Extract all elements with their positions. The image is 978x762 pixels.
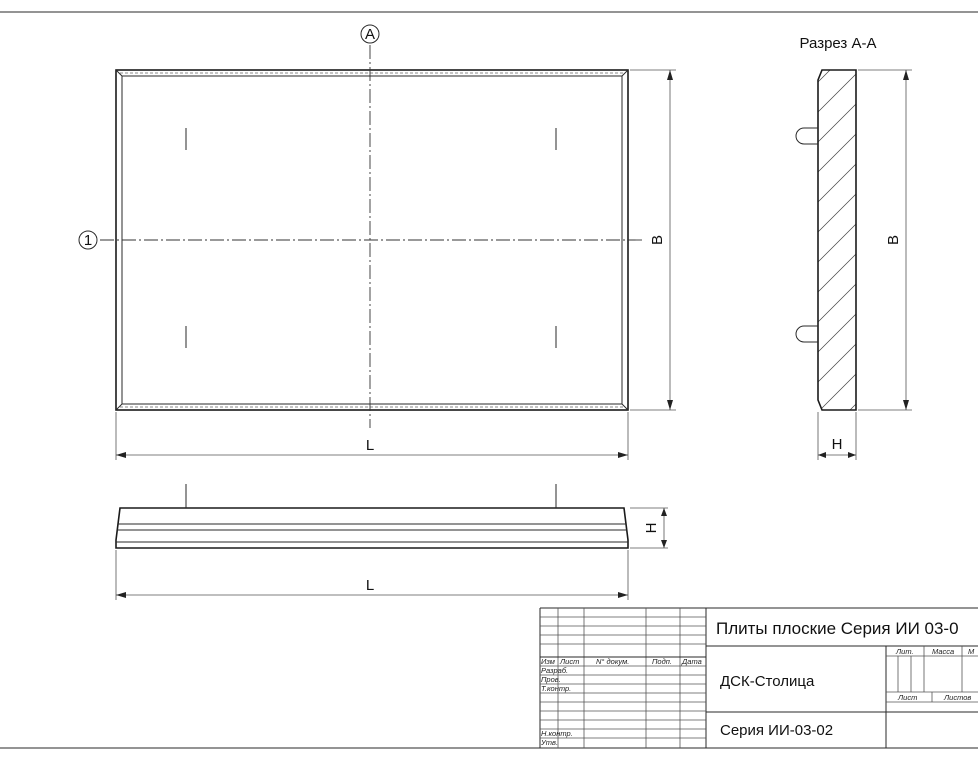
plan-height-label: B	[649, 235, 666, 245]
tb-organization: ДСК-Столица	[720, 673, 815, 690]
section-height-dimension: B	[858, 69, 912, 411]
tb-header-data: Дата	[681, 657, 702, 666]
tb-masshtab: М	[968, 647, 975, 656]
tb-listov: Листов	[943, 693, 971, 702]
axis-marker-circle	[78, 230, 98, 250]
tb-role-razrab: Разраб.	[541, 666, 568, 675]
axis-marker-1: 1	[84, 232, 92, 249]
tb-role-tkontr: Т.контр.	[541, 684, 571, 693]
tb-series: Серия ИИ-03-02	[720, 722, 833, 739]
edge-width-label: L	[366, 577, 374, 594]
section-loop-top	[795, 127, 818, 145]
tb-massa: Масса	[932, 647, 954, 656]
edge-thickness-label: H	[643, 523, 660, 534]
tb-role-nkontr: Н.контр.	[541, 729, 573, 738]
edge-view	[115, 484, 629, 549]
tb-header-izm: Изм	[541, 657, 555, 666]
section-marker-circle	[360, 24, 380, 44]
tb-role-prov: Пров.	[541, 675, 561, 684]
tb-list-cell: Лист	[897, 693, 917, 702]
section-view	[795, 69, 857, 411]
section-title: Разрез А-А	[800, 35, 877, 52]
section-marker-a: А	[365, 26, 375, 43]
tb-lit: Лит.	[895, 647, 914, 656]
plan-height-dimension: B	[630, 69, 676, 411]
plan-width-label: L	[366, 437, 374, 454]
section-outline	[817, 69, 857, 411]
tb-header-podp: Подп.	[652, 657, 672, 666]
section-thickness-label: H	[832, 436, 843, 453]
section-thickness-dimension: H	[817, 412, 857, 460]
section-loop-bottom	[795, 325, 818, 343]
plan-view	[100, 45, 644, 428]
tb-header-list: Лист	[559, 657, 579, 666]
tb-document-title: Плиты плоские Серия ИИ 03-0	[716, 619, 959, 638]
section-height-label: B	[885, 235, 902, 245]
tb-header-ndokum: N° докум.	[596, 657, 629, 666]
tb-role-utv: Утв.	[540, 738, 558, 747]
edge-width-dimension: L	[115, 550, 629, 600]
title-block	[539, 607, 978, 748]
section-hatching	[818, 70, 856, 410]
edge-outline	[115, 507, 629, 549]
plan-width-dimension: L	[115, 412, 629, 460]
edge-thickness-dimension: H	[630, 507, 668, 549]
